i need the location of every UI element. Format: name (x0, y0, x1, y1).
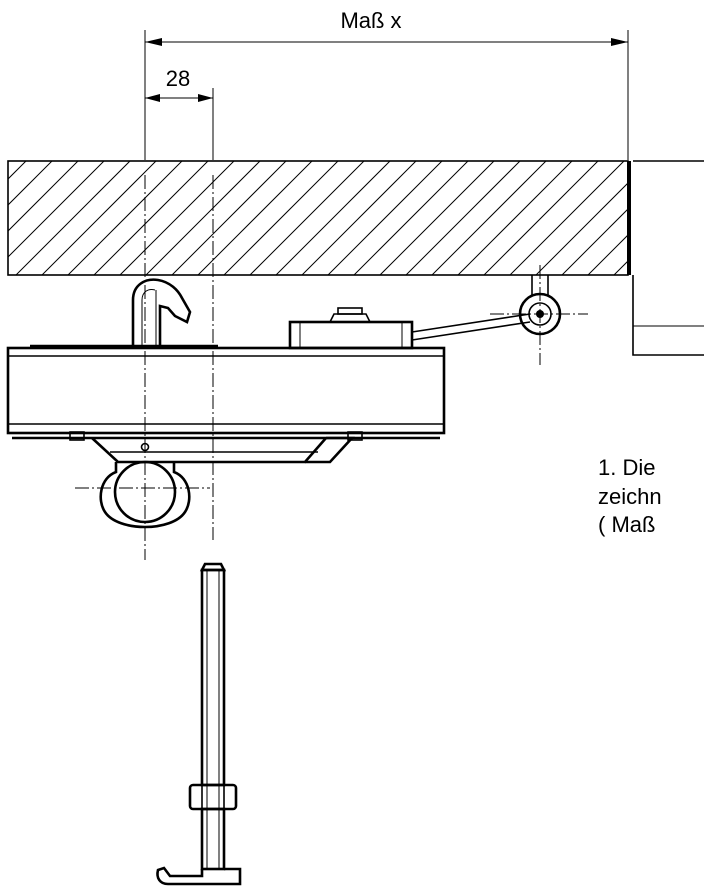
hatch-line (275, 161, 391, 275)
hatch-line (145, 161, 261, 275)
dimension-offset-label: 28 (166, 66, 190, 91)
hatch-line (483, 161, 599, 275)
hatch-line (8, 161, 53, 206)
hatch-line (8, 161, 79, 232)
hook (131, 278, 192, 346)
note-line-2: zeichn (598, 484, 662, 509)
hatch-line (509, 161, 625, 275)
hatch-line (587, 234, 628, 275)
hatch-line (535, 182, 628, 275)
hatch-line (379, 161, 495, 275)
pulley (518, 275, 562, 336)
hatch-line (457, 161, 573, 275)
hatch-line (119, 161, 235, 275)
hatch-line (301, 161, 417, 275)
hatch-line (197, 161, 313, 275)
hatch-line (15, 161, 131, 275)
dimension-overall-label: Maß x (340, 8, 401, 33)
hatch-line (67, 161, 183, 275)
threaded-rod (156, 562, 242, 886)
side-note: 1. Die zeichn ( Maß (598, 455, 662, 537)
eye-bracket (91, 436, 355, 529)
note-line-3: ( Maß (598, 512, 655, 537)
hatch-line (431, 161, 547, 275)
ceiling-section (7, 160, 704, 356)
hatch-line (41, 161, 157, 275)
center-lines (75, 175, 588, 560)
hatch-line (171, 161, 287, 275)
hatch-line (692, 161, 704, 275)
hatch-line (8, 161, 105, 258)
hatch-line (561, 208, 628, 275)
hatch-line (249, 161, 365, 275)
hatch-line (666, 161, 704, 275)
housing-body (6, 344, 446, 441)
hatch-line (8, 161, 27, 180)
hatch-line (353, 161, 469, 275)
hatch-line (327, 161, 443, 275)
hatch-line (223, 161, 339, 275)
hatch-line (640, 161, 704, 275)
note-line-1: 1. Die (598, 455, 655, 480)
dimension-overall: Maß x (144, 8, 629, 160)
dimension-offset: 28 (145, 66, 214, 160)
top-box (288, 307, 531, 350)
hatch-line (405, 161, 521, 275)
hatch-line (93, 161, 209, 275)
